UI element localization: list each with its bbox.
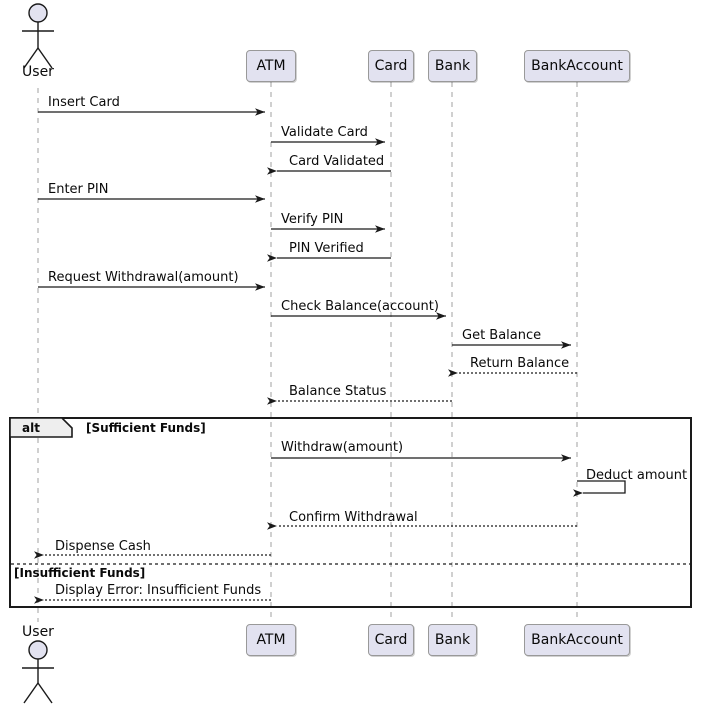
participant-box-card-top[interactable]: Card (368, 50, 414, 82)
alt-fragment-frame (9, 417, 692, 608)
participant-label-bank-bottom: Bank (434, 632, 471, 648)
participant-label-atm-bottom: ATM (256, 632, 286, 648)
message-label-card-validated: Card Validated (289, 154, 384, 169)
message-text: Balance Status (289, 384, 387, 399)
actor-user-top (22, 3, 54, 69)
participant-box-atm-bottom[interactable]: ATM (246, 624, 296, 656)
message-label-verify-pin: Verify PIN (281, 212, 343, 227)
alt-fragment-box (9, 417, 692, 608)
participant-box-card-bottom[interactable]: Card (368, 624, 414, 656)
message-text: Insert Card (48, 95, 120, 110)
message-label-get-balance: Get Balance (462, 328, 541, 343)
actor-name-user-bottom: User (22, 624, 54, 640)
message-arrow-deduct-amount-self (573, 480, 626, 497)
message-text: Enter PIN (48, 182, 109, 197)
message-arrows (34, 108, 626, 604)
message-text: Request Withdrawal(amount) (48, 270, 239, 285)
actor-name-user-top: User (22, 64, 54, 80)
message-label-dispense-cash: Dispense Cash (55, 539, 151, 554)
message-text: Check Balance(account) (281, 299, 439, 314)
message-label-deduct-amount: Deduct amount (586, 468, 687, 483)
message-label-check-balance: Check Balance(account) (281, 299, 439, 314)
actor-label-user-bottom: User (8, 624, 68, 640)
participant-box-bank-bottom[interactable]: Bank (428, 624, 477, 656)
participant-label-bankaccount: BankAccount (531, 58, 623, 74)
message-label-insert-card: Insert Card (48, 95, 120, 110)
message-text: Card Validated (289, 154, 385, 169)
message-label-display-error: Display Error: Insufficient Funds (55, 583, 261, 598)
lifelines (37, 82, 578, 622)
participant-label-card-bottom: Card (374, 632, 408, 648)
message-text: Dispense Cash (55, 539, 151, 554)
message-text: Display Error: Insufficient Funds (55, 583, 262, 598)
message-text: Withdraw(amount) (281, 440, 404, 455)
operator-text: alt (22, 421, 40, 435)
message-text: Get Balance (462, 328, 542, 343)
message-label-enter-pin: Enter PIN (48, 182, 108, 197)
actor-label-user-top: User (8, 64, 68, 80)
participant-box-bankaccount-bottom[interactable]: BankAccount (524, 624, 630, 656)
message-label-request-withdrawal: Request Withdrawal(amount) (48, 270, 239, 285)
message-text: Verify PIN (281, 212, 344, 227)
alt-fragment-guard-else: [Insufficient Funds] (14, 566, 145, 580)
guard-text: [Insufficient Funds] (14, 566, 146, 580)
message-text: Confirm Withdrawal (289, 510, 418, 525)
message-label-confirm-withdrawal: Confirm Withdrawal (289, 510, 418, 525)
message-label-withdraw: Withdraw(amount) (281, 440, 403, 455)
alt-fragment-operator-label: alt (22, 421, 40, 435)
participant-label-bank: Bank (434, 58, 471, 74)
message-label-return-balance: Return Balance (470, 356, 569, 371)
message-text: Validate Card (281, 125, 368, 140)
actor-user-bottom (22, 640, 54, 704)
message-text: Deduct amount (586, 468, 688, 483)
participant-box-bankaccount-top[interactable]: BankAccount (524, 50, 630, 82)
message-label-balance-status: Balance Status (289, 384, 386, 399)
alt-fragment-tab (9, 417, 73, 438)
alt-fragment-guard-primary: [Sufficient Funds] (86, 421, 206, 435)
participant-box-bank-top[interactable]: Bank (428, 50, 477, 82)
participant-box-atm-top[interactable]: ATM (246, 50, 296, 82)
participant-label-card: Card (374, 58, 408, 74)
guard-text: [Sufficient Funds] (86, 421, 206, 435)
message-label-pin-verified: PIN Verified (289, 241, 364, 256)
message-text: Return Balance (470, 356, 570, 371)
message-text: PIN Verified (289, 241, 364, 256)
participant-label-bankaccount-bottom: BankAccount (531, 632, 623, 648)
participant-label-atm: ATM (256, 58, 286, 74)
message-label-validate-card: Validate Card (281, 125, 368, 140)
